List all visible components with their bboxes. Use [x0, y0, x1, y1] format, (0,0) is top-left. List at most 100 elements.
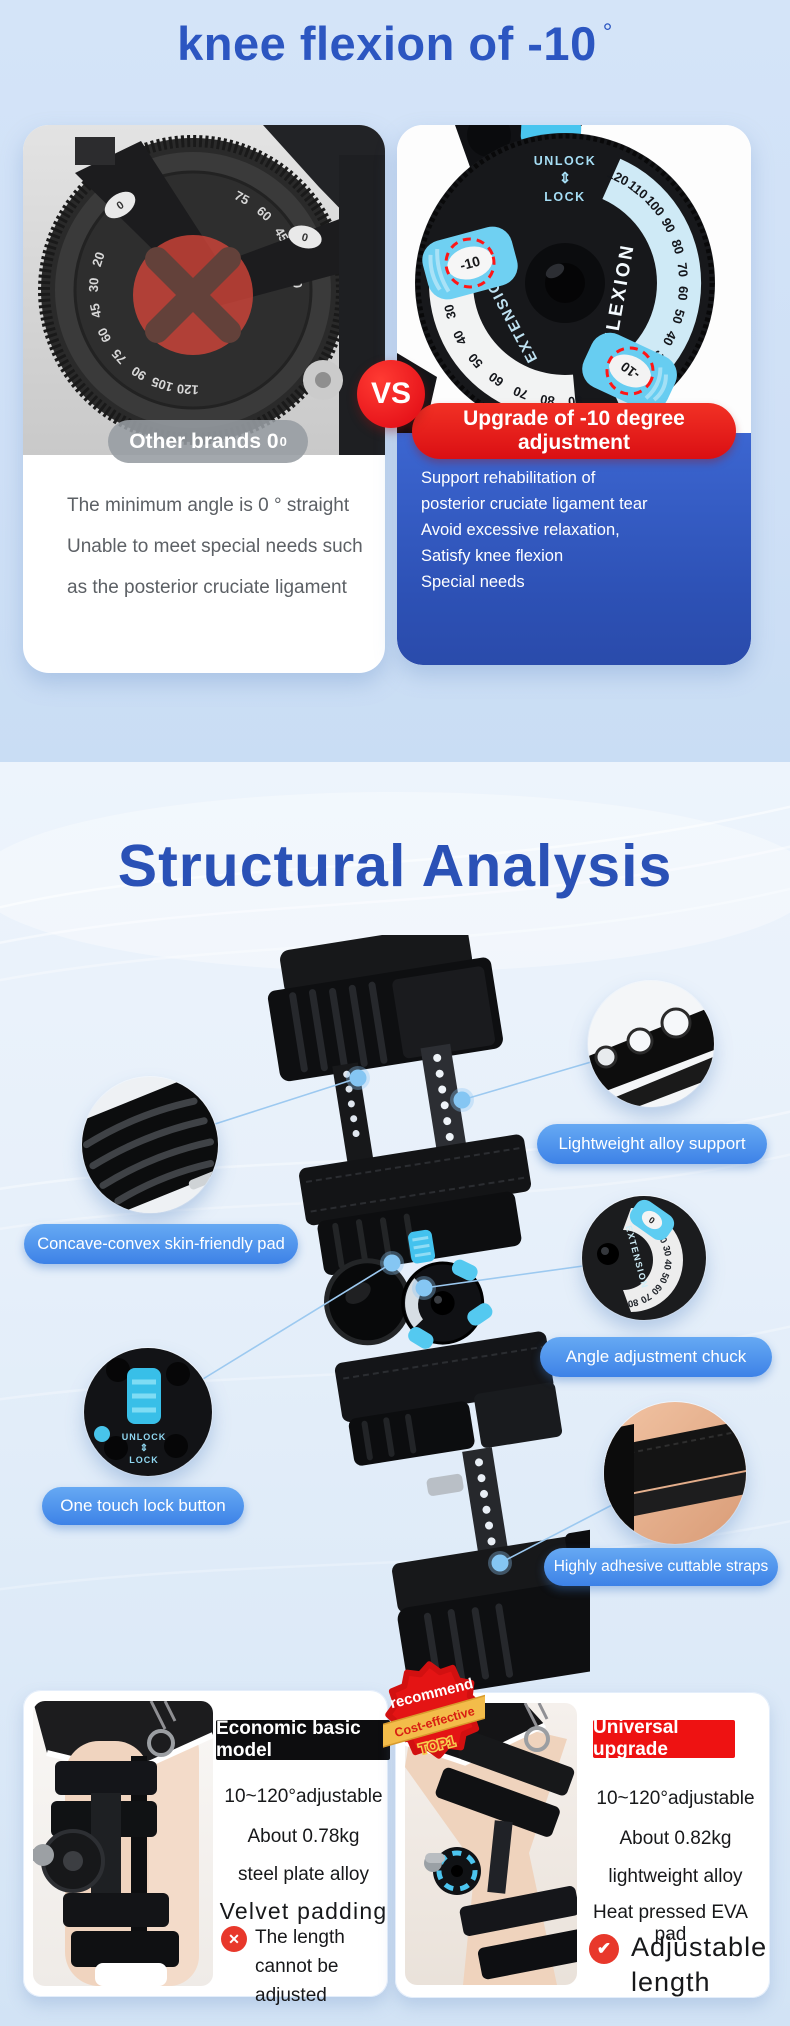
dial-tab-right: 0 — [288, 225, 322, 249]
pro-line: Adjustable — [631, 1932, 768, 1962]
unlock-arrow-icon: ⇕ — [559, 170, 572, 187]
degree-symbol: ° — [602, 19, 613, 46]
benefit-line: Avoid excessive relaxation, — [421, 521, 620, 539]
minus10-value: -10 — [458, 253, 482, 274]
extension-number: 30 — [441, 303, 459, 321]
structural-analysis-title: Structural Analysis — [117, 833, 673, 899]
callout-skin-friendly-pad: Concave-convex skin-friendly pad — [24, 1224, 298, 1264]
cross-icon: ✕ — [221, 1926, 247, 1952]
chuck-number: 30 — [660, 1245, 673, 1258]
dial-number: 60 — [94, 325, 114, 345]
lock-unlock-label: UNLOCK — [122, 1432, 167, 1442]
chuck-blue-tab: 0 — [629, 1199, 675, 1241]
callout-lightweight-alloy: Lightweight alloy support — [537, 1124, 767, 1164]
chuck-detail-bubble: 20 30 40 50 60 70 80 EXTENSION 0 — [582, 1196, 706, 1320]
lock-arrow-icon: ⇕ — [140, 1443, 148, 1454]
upgrade-benefits-list: Support rehabilitation of posterior cruc… — [421, 465, 648, 595]
benefit-line: Special needs — [421, 573, 525, 591]
spec-angle: 10~120°adjustable — [596, 1788, 755, 1809]
lock-label: LOCK — [544, 190, 585, 204]
dial-number: 90 — [129, 363, 149, 383]
benefit-line: Satisfy knee flexion — [421, 547, 564, 565]
dial-number: 45 — [87, 302, 105, 319]
bracket-tab — [75, 137, 115, 165]
extension-number: 70 — [511, 383, 530, 402]
upgrade-card: UNLOCK ⇕ LOCK 10 20 30 40 50 60 70 80 90… — [397, 125, 751, 665]
alloy-detail-bubble — [588, 981, 714, 1107]
economic-model-photo — [33, 1701, 213, 1986]
flexion-number: 80 — [668, 238, 687, 256]
chuck-number: 50 — [657, 1271, 671, 1285]
dial-number: 75 — [232, 188, 252, 208]
chuck-tab-value: 0 — [647, 1215, 657, 1226]
unlock-label: UNLOCK — [534, 154, 596, 168]
strap-detail-bubble — [604, 1402, 746, 1544]
flexion-number: 50 — [669, 307, 687, 325]
dial-number: 20 — [89, 250, 108, 268]
check-icon: ✔ — [589, 1934, 619, 1964]
chuck-number: 40 — [661, 1259, 673, 1271]
upgrade-benefits-panel: Support rehabilitation of posterior cruc… — [397, 433, 751, 665]
pad-detail-bubble — [82, 1077, 218, 1213]
desc-line: The minimum angle is 0 ° straight — [67, 495, 350, 516]
upgrade-dial: UNLOCK ⇕ LOCK 10 20 30 40 50 60 70 80 90… — [397, 125, 715, 473]
spec-weight: About 0.82kg — [619, 1828, 732, 1849]
other-brands-label-sup: 0 — [279, 434, 287, 449]
economic-con-text: The length cannot be adjusted — [255, 1923, 388, 2010]
connector-dots — [346, 1066, 512, 1575]
callout-connectors — [202, 1061, 613, 1575]
gray-dial: 75 60 45 30 20 20 30 45 60 75 90 105 120 — [38, 125, 385, 455]
strap-closeup — [604, 1402, 746, 1544]
desc-line: Unable to meet special needs such — [67, 536, 363, 557]
upgrade-badge: Upgrade of -10 degree adjustment — [412, 403, 736, 459]
flexion-number: 40 — [660, 328, 680, 348]
extension-number: 60 — [486, 369, 507, 390]
callout-cuttable-straps: Highly adhesive cuttable straps — [544, 1548, 778, 1586]
flexion-band — [602, 158, 702, 408]
other-brands-dial-photo: 75 60 45 30 20 20 30 45 60 75 90 105 120 — [23, 125, 385, 455]
chuck-closeup: 20 30 40 50 60 70 80 EXTENSION 0 — [582, 1196, 706, 1320]
benefit-line: posterior cruciate ligament tear — [421, 495, 648, 513]
other-brands-label-text: Other brands 0 — [129, 429, 279, 453]
seal-gold-ribbon — [383, 1693, 485, 1749]
tab-label: 0 — [300, 231, 309, 244]
callout-angle-chuck: Angle adjustment chuck — [540, 1337, 772, 1377]
pro-line: length — [631, 1967, 711, 1997]
flexion-number: 70 — [675, 262, 692, 278]
chuck-number: 80 — [627, 1296, 640, 1309]
upgrade-dial-photo: UNLOCK ⇕ LOCK 10 20 30 40 50 60 70 80 90… — [397, 125, 751, 473]
spec-padding: Heat pressed EVA pad — [593, 1902, 748, 1945]
other-brands-card: 75 60 45 30 20 20 30 45 60 75 90 105 120 — [23, 125, 385, 673]
desc-line: as the posterior cruciate ligament — [67, 577, 347, 598]
spec-angle: 10~120°adjustable — [224, 1786, 383, 1807]
flexion-number: 60 — [675, 285, 691, 301]
spec-weight: About 0.78kg — [247, 1826, 360, 1847]
page-title: knee flexion of -10° — [0, 16, 790, 71]
vs-badge: VS — [357, 360, 425, 428]
lock-closeup: UNLOCK ⇕ LOCK — [84, 1348, 212, 1476]
lock-detail-bubble: UNLOCK ⇕ LOCK — [84, 1348, 212, 1476]
minus10-tab-bottom: -10 — [582, 332, 677, 412]
red-x-mark — [145, 247, 241, 343]
dial-tab-left: 0 — [104, 191, 136, 219]
con-line: The length — [255, 1927, 345, 1948]
economic-model-header: Economic basic model — [216, 1718, 390, 1761]
dial-number: 105 — [150, 374, 175, 395]
lock-slider — [127, 1368, 161, 1424]
universal-pro-text: Adjustable length — [631, 1930, 767, 2000]
knee-brace-illustration — [267, 935, 590, 1695]
lock-lock-label: LOCK — [129, 1455, 159, 1465]
spec-padding: Velvet padding — [219, 1898, 388, 1924]
other-brands-description: The minimum angle is 0 ° straight Unable… — [67, 485, 367, 608]
spec-material: steel plate alloy — [238, 1864, 369, 1885]
tab-label: 0 — [115, 199, 127, 212]
extension-number: 40 — [450, 328, 470, 348]
pad-closeup — [82, 1077, 218, 1213]
red-dashed-ring — [605, 346, 655, 396]
universal-upgrade-header: Universal upgrade — [593, 1717, 735, 1760]
flexion-number: 90 — [658, 215, 678, 235]
page-title-text: knee flexion of -10 — [177, 17, 597, 70]
universal-upgrade-card: Universal upgrade 10~120°adjustable Abou… — [395, 1692, 770, 1998]
con-line: cannot be adjusted — [255, 1956, 339, 2006]
